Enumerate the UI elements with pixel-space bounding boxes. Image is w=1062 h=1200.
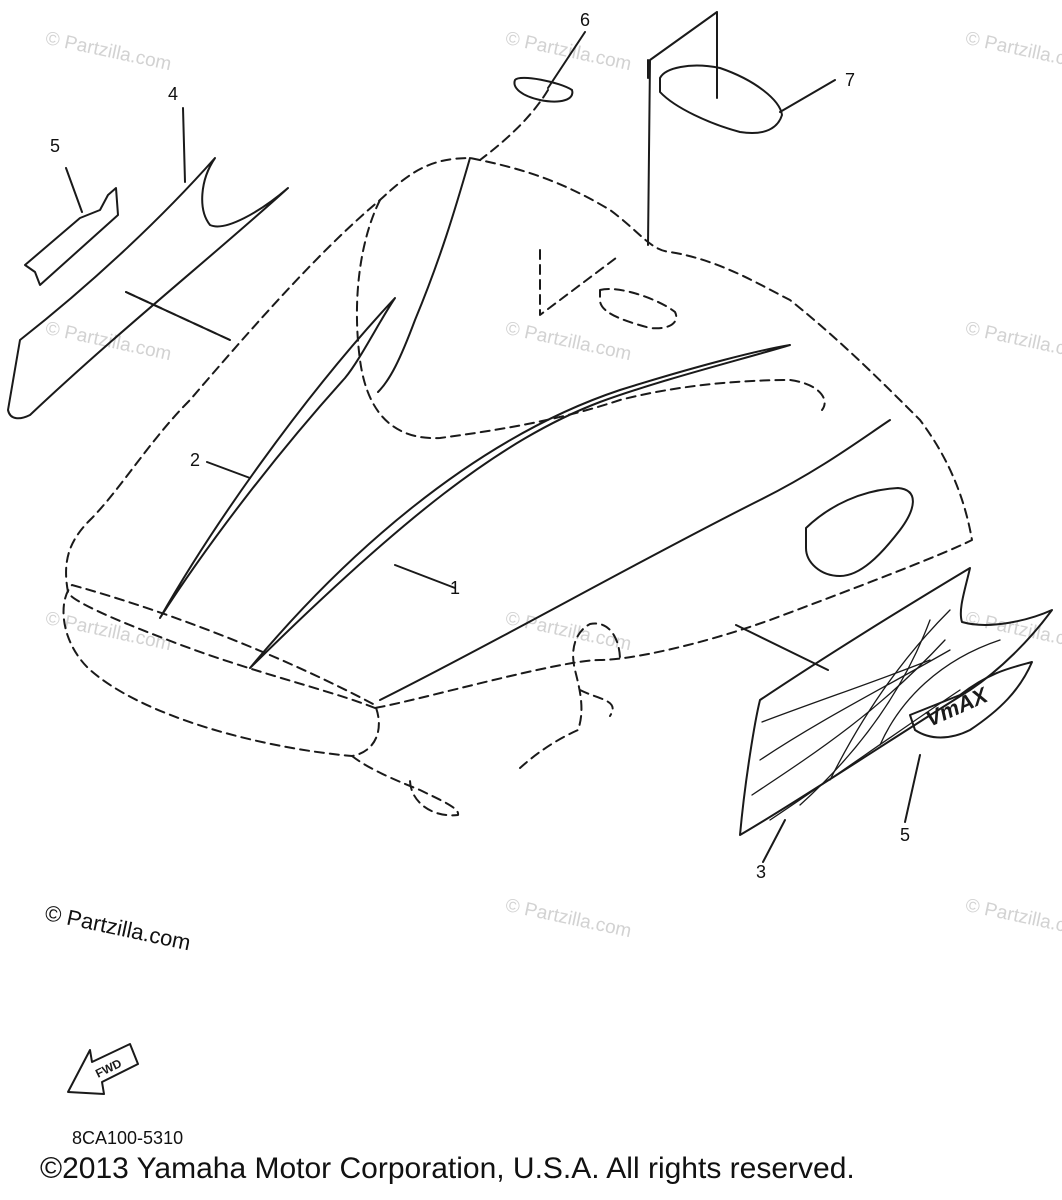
side-body-line <box>379 419 891 701</box>
callout-6: 6 <box>580 10 591 30</box>
callout-4: 4 <box>168 84 179 104</box>
windshield-frame <box>355 199 826 440</box>
callout-7: 7 <box>845 70 856 90</box>
hood-nose-panel <box>62 584 380 757</box>
callout-2: 2 <box>190 450 201 470</box>
center-ridge <box>377 157 471 393</box>
copyright-notice: ©2013 Yamaha Motor Corporation, U.S.A. A… <box>40 1152 855 1185</box>
side-vent <box>805 487 914 577</box>
small-decal-7 <box>659 64 783 134</box>
dashed-leaders <box>125 89 549 341</box>
callout-3: 3 <box>756 862 767 882</box>
stripe-decal-1 <box>249 344 791 669</box>
hood-skirt <box>351 622 621 817</box>
side-decal-3-pattern <box>751 609 1001 821</box>
hood-outline <box>65 157 973 709</box>
callout-5: 5 <box>900 825 911 845</box>
side-decal-4 <box>7 157 289 420</box>
fwd-arrow-icon <box>67 1043 139 1095</box>
stripe-decal-2 <box>159 297 396 619</box>
leader-lines <box>65 11 921 863</box>
drawing-code: 8CA100-5310 <box>72 1128 184 1148</box>
callout-1: 1 <box>450 578 461 598</box>
emblem-text: VmAX <box>922 682 993 732</box>
callout-5: 5 <box>50 136 61 156</box>
small-decal-5 <box>24 187 119 286</box>
small-decal-6 <box>513 76 574 103</box>
recess-panel <box>539 249 678 330</box>
side-decal-3 <box>739 567 1053 836</box>
emblem-decal-5 <box>909 661 1033 739</box>
